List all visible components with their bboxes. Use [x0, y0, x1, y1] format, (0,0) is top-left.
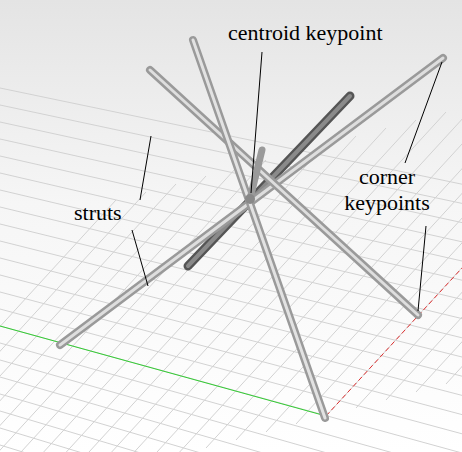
x-axis: [0, 326, 326, 416]
callout-label: struts: [74, 200, 154, 226]
callout-label: corner keypoints: [316, 164, 458, 216]
struts: [60, 40, 443, 418]
callout-label: centroid keypoint: [228, 20, 460, 46]
